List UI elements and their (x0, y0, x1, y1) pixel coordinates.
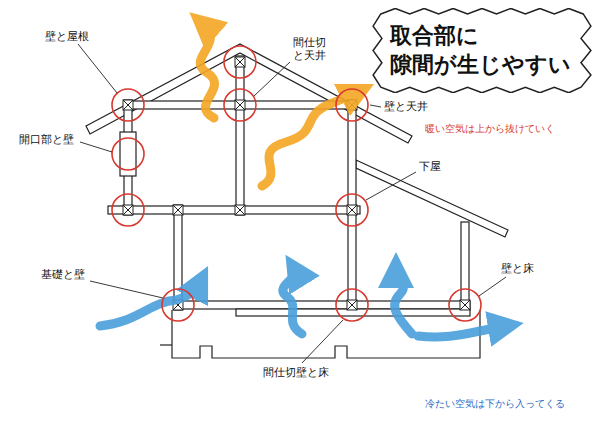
joint-label: 間仕切壁と床 (262, 366, 330, 379)
joint-label: 壁と天井 (383, 100, 429, 113)
part-label: 下屋 (418, 160, 442, 173)
joint-label: 壁と屋根 (44, 30, 90, 43)
joint-label: 開口部と壁 (18, 133, 75, 146)
joint-label: 基礎と壁 (40, 268, 86, 281)
note-text: 冷たい空気は下から入ってくる (424, 398, 566, 410)
title-text: 取合部に 隙間が生じやすい (390, 22, 574, 79)
joint-label: 壁と床 (500, 262, 535, 275)
jagged-title-box: 取合部に 隙間が生じやすい (372, 8, 592, 93)
jagged-outline (372, 8, 592, 93)
joint-label: 間仕切と天井 (292, 36, 330, 62)
note-text: 暖い空気は上から抜けていく (424, 123, 556, 135)
